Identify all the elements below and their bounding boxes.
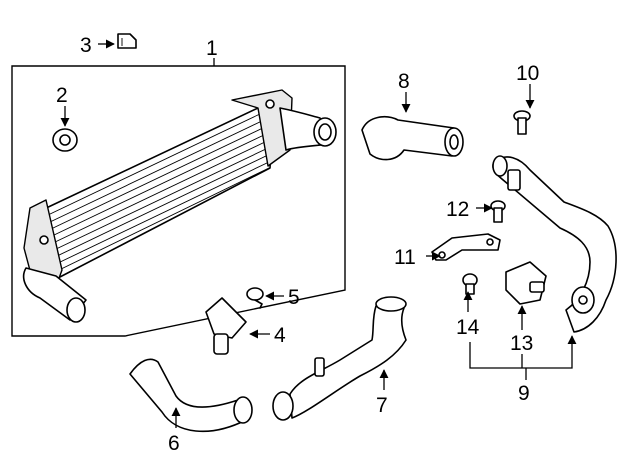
bolt-12-part[interactable]: [490, 200, 506, 223]
intercooler-fins: [47, 112, 270, 272]
outlet-pipe-part[interactable]: [492, 155, 617, 333]
callout-6: 6: [168, 432, 180, 455]
right-end-tank: [231, 89, 293, 167]
leader-lines: [60, 39, 577, 428]
bolt-14-part[interactable]: [462, 273, 478, 295]
pressure-sensor-part[interactable]: [505, 261, 547, 305]
callout-9: 9: [518, 382, 530, 405]
callout-12: 12: [446, 198, 469, 221]
callout-13: 13: [510, 332, 533, 355]
callout-1: 1: [206, 37, 218, 60]
bolt-10-part[interactable]: [513, 110, 531, 135]
callout-11: 11: [394, 246, 416, 269]
callout-3: 3: [80, 34, 92, 57]
callout-5: 5: [288, 286, 300, 309]
push-pin-part[interactable]: [117, 33, 137, 49]
callout-2: 2: [56, 84, 68, 107]
sensor-part[interactable]: [205, 297, 247, 355]
middle-hose-part[interactable]: [272, 296, 407, 421]
grommet-part[interactable]: [52, 128, 78, 152]
intercooler-part[interactable]: [22, 89, 337, 323]
screw-part[interactable]: [246, 287, 264, 309]
callout-8: 8: [398, 70, 410, 93]
upper-hose-part[interactable]: [361, 116, 464, 161]
callout-7: 7: [376, 394, 388, 417]
bracket-part[interactable]: [431, 233, 501, 261]
lower-hose-part[interactable]: [129, 358, 253, 433]
callout-4: 4: [274, 324, 286, 347]
callout-10: 10: [516, 62, 539, 85]
callout-14: 14: [456, 316, 480, 339]
